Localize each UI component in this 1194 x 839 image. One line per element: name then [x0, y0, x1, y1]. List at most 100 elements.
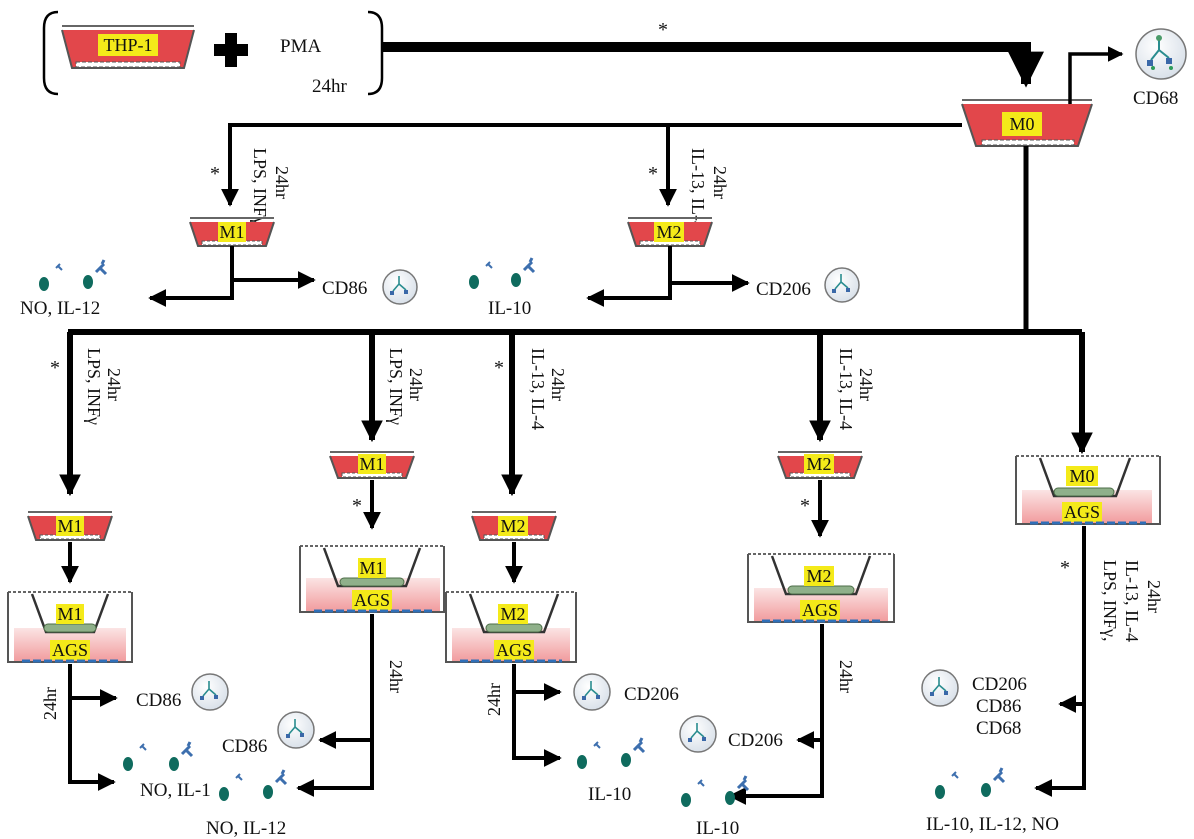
cell-cytokine-icon-col2: [219, 769, 288, 801]
arrow-col1-output: [68, 664, 116, 791]
col1-transwell: M1 AGS: [7, 591, 133, 663]
svg-text:24hr: 24hr: [548, 368, 568, 401]
svg-text:LPS, INFγ: LPS, INFγ: [250, 148, 270, 225]
flow-cytometry-icon-top-m2: [824, 267, 860, 303]
star-col4: *: [800, 495, 810, 517]
svg-text:M1: M1: [57, 516, 82, 536]
flow-cytometry-icon-col3: [573, 673, 611, 711]
svg-text:IL-13, IL-4: IL-13, IL-4: [528, 348, 548, 430]
top-m1-marker: CD86: [322, 278, 367, 299]
svg-text:24hr: 24hr: [856, 368, 876, 401]
star-top: *: [658, 19, 668, 41]
col5-marker-2: CD86: [976, 696, 1021, 717]
col4-marker: CD206: [728, 730, 783, 751]
cell-cytokine-icon-col1: [123, 741, 194, 771]
cell-cytokine-icon-col3: [577, 737, 646, 769]
arrow-to-top-m1: [221, 123, 962, 207]
col1-time: 24hr: [40, 687, 60, 720]
top-m2-marker: CD206: [756, 279, 811, 300]
plus-icon: [214, 33, 248, 67]
svg-text:24hr: 24hr: [710, 166, 730, 199]
thp1-dish: THP-1: [61, 25, 195, 69]
svg-text:IL-13, IL-4: IL-13, IL-4: [688, 148, 708, 230]
svg-text:M0: M0: [1069, 466, 1094, 486]
svg-text:24hr: 24hr: [104, 368, 124, 401]
treat-col4: IL-13, IL-4: [836, 348, 856, 430]
col4-time: 24hr: [836, 660, 856, 693]
pma-time-label: 24hr: [312, 76, 348, 97]
svg-text:AGS: AGS: [496, 640, 532, 660]
col2-dish: M1: [329, 451, 415, 479]
cell-cytokine-icon-top-m1: [39, 259, 108, 291]
svg-text:M1: M1: [219, 222, 244, 242]
col5-marker-3: CD68: [976, 718, 1021, 739]
col2-output: NO, IL-12: [206, 818, 286, 839]
svg-text:24hr: 24hr: [40, 687, 60, 720]
flow-cytometry-icon-top-m1: [382, 269, 418, 305]
arrow-to-m0: [382, 42, 1044, 88]
col3-dish: M2: [471, 511, 557, 541]
arrow-top-m1-output: [148, 246, 234, 307]
start-group: THP-1 PMA 24hr: [42, 10, 384, 97]
flow-cytometry-icon-cd68: [1135, 28, 1187, 80]
top-m1-output: NO, IL-12: [20, 298, 100, 319]
svg-text:M2: M2: [806, 566, 831, 586]
treat-top-m1: LPS, INFγ: [250, 148, 270, 225]
flow-cytometry-icon-col5: [921, 669, 959, 707]
col4-output: IL-10: [696, 818, 739, 839]
svg-text:24hr: 24hr: [1144, 580, 1164, 613]
top-m1-dish: M1: [189, 217, 275, 247]
col2-marker: CD86: [222, 736, 267, 757]
flow-cytometry-icon-col4: [679, 715, 717, 753]
svg-text:24hr: 24hr: [406, 368, 426, 401]
treat-col1: LPS, INFγ: [84, 348, 104, 425]
svg-text:AGS: AGS: [354, 590, 390, 610]
svg-text:LPS, INFγ: LPS, INFγ: [84, 348, 104, 425]
right-bracket: [367, 10, 384, 96]
col5-transwell: M0 AGS: [1015, 455, 1161, 525]
treat-col5: LPS, INFγ,: [1100, 560, 1120, 641]
svg-text:24hr: 24hr: [272, 166, 292, 199]
treat-top-m2: IL-13, IL-4: [688, 148, 708, 230]
svg-text:AGS: AGS: [802, 600, 838, 620]
col5-output: IL-10, IL-12, NO: [926, 814, 1059, 835]
star-col3: *: [494, 357, 504, 379]
arrow-col4-output: [728, 624, 824, 805]
col3-time: 24hr: [484, 683, 504, 716]
left-bracket: [42, 10, 59, 96]
arrow-top-m2-output: [586, 246, 672, 307]
svg-text:24hr: 24hr: [386, 660, 406, 693]
col3-output: IL-10: [588, 784, 631, 805]
star-top-m1: *: [210, 163, 220, 185]
cell-cytokine-icon-col4: [681, 775, 750, 807]
svg-text:AGS: AGS: [52, 640, 88, 660]
col2-time: 24hr: [386, 660, 406, 693]
svg-text:LPS, INFγ,: LPS, INFγ,: [1100, 560, 1120, 641]
svg-text:IL-13, IL-4: IL-13, IL-4: [1122, 560, 1142, 642]
svg-text:M2: M2: [806, 454, 831, 474]
flow-cytometry-icon-col2: [277, 711, 315, 749]
col1-dish: M1: [27, 511, 113, 541]
svg-text:M1: M1: [57, 604, 82, 624]
cd68-top-label: CD68: [1133, 88, 1178, 109]
svg-text:M2: M2: [500, 516, 525, 536]
svg-text:M2: M2: [656, 222, 681, 242]
arrow-col5-output: [1034, 526, 1086, 797]
col3-marker: CD206: [624, 684, 679, 705]
col2-transwell: M1 AGS: [299, 545, 445, 613]
col5-marker-1: CD206: [972, 674, 1027, 695]
treat-col2: LPS, INFγ: [386, 348, 406, 425]
col1-output: NO, IL-1: [140, 780, 211, 801]
svg-text:AGS: AGS: [1064, 502, 1100, 522]
cell-cytokine-icon-col5: [935, 767, 1006, 799]
svg-text:LPS, INFγ: LPS, INFγ: [386, 348, 406, 425]
svg-text:M2: M2: [500, 604, 525, 624]
star-col1: *: [50, 357, 60, 379]
svg-text:M1: M1: [359, 558, 384, 578]
col4-dish: M2: [777, 451, 863, 479]
star-top-m2: *: [648, 163, 658, 185]
m0-top-label: M0: [1009, 114, 1034, 134]
arrow-col3-output: [512, 664, 562, 767]
